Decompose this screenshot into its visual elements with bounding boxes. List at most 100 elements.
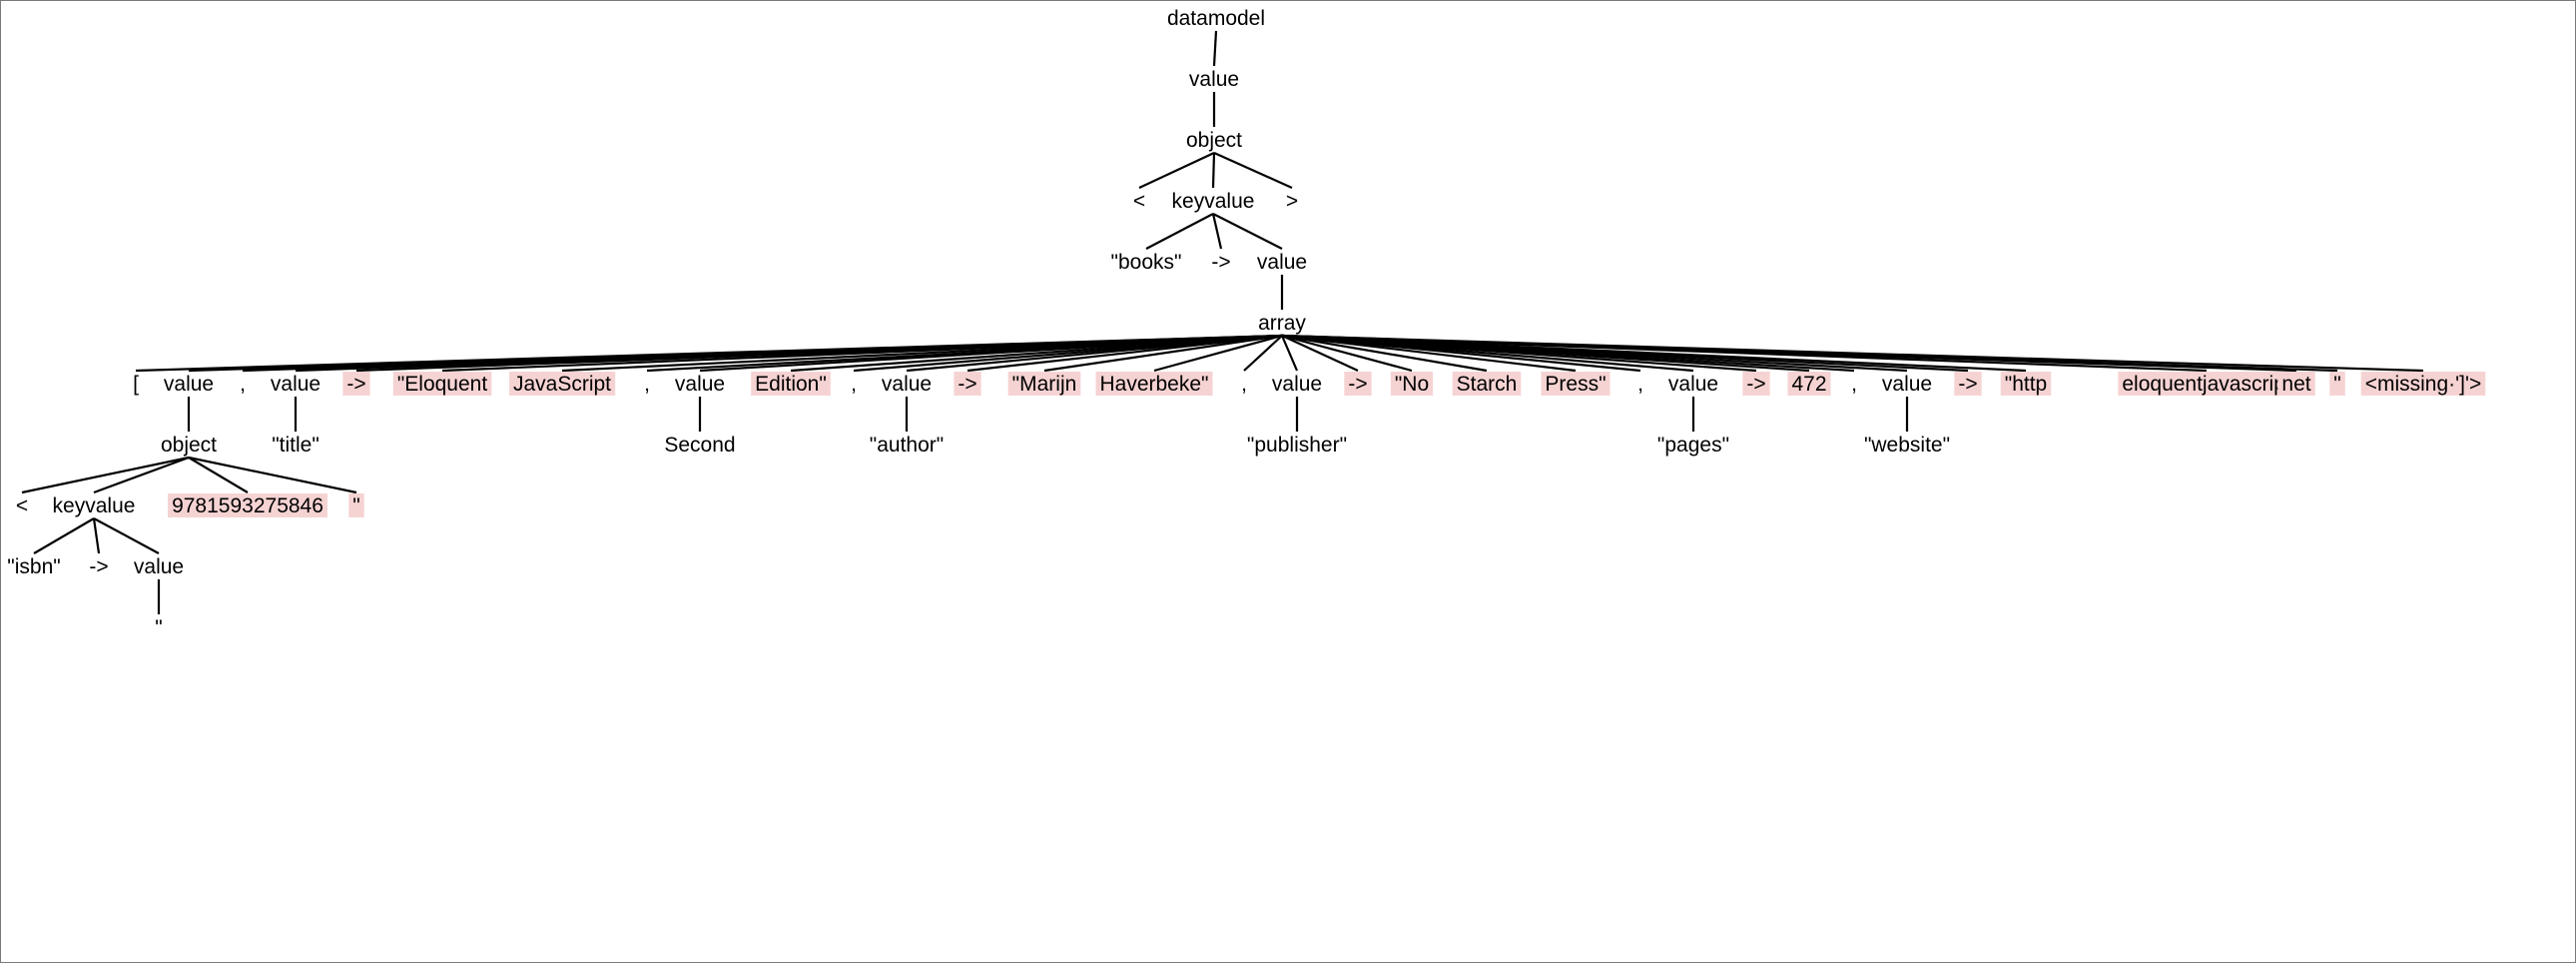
- tree-node: value: [1882, 373, 1932, 396]
- tree-node: "website": [1864, 434, 1950, 457]
- tree-node: array: [1258, 312, 1306, 335]
- tree-node: ,: [1637, 373, 1643, 396]
- node-label: keyvalue: [53, 494, 136, 517]
- node-label: ,: [644, 373, 650, 396]
- error-token-label: Haverbeke": [1099, 373, 1208, 396]
- tree-node: [: [133, 373, 139, 396]
- error-token-label: ->: [1348, 373, 1367, 396]
- node-label: [: [133, 373, 139, 396]
- tree-node: "books": [1111, 251, 1182, 274]
- error-token-node: net: [2277, 372, 2315, 396]
- tree-node: ->: [89, 555, 108, 578]
- error-token-node: ->: [342, 372, 370, 396]
- tree-edge: [1281, 334, 2027, 373]
- tree-edge: [33, 517, 95, 554]
- tree-edge: [966, 334, 1283, 373]
- error-token-node: eloquentjavascript: [2118, 372, 2295, 396]
- error-token-node: <missing·']'>: [2360, 372, 2486, 396]
- node-label: ": [155, 616, 162, 639]
- error-highlight: [2360, 372, 2486, 396]
- tree-node: ->: [1211, 251, 1230, 274]
- node-label: value: [1257, 251, 1307, 274]
- error-token-label: "No: [1395, 373, 1429, 396]
- tree-edge: [1212, 30, 1218, 67]
- tree-edge: [1145, 213, 1214, 250]
- error-highlight: [1344, 372, 1372, 396]
- tree-node: "publisher": [1247, 434, 1347, 457]
- node-label: "website": [1864, 434, 1950, 457]
- error-token-node: Starch: [1452, 372, 1522, 396]
- node-label: value: [164, 373, 214, 396]
- tree-node: value: [164, 373, 214, 396]
- error-token-node: ->: [954, 372, 981, 396]
- error-highlight: [1742, 372, 1770, 396]
- error-token-label: ->: [1958, 373, 1977, 396]
- error-token-node: Haverbeke": [1095, 372, 1213, 396]
- tree-edge: [188, 456, 357, 494]
- error-token-label: ->: [958, 373, 976, 396]
- tree-edge: [1138, 152, 1215, 189]
- tree-edge: [1281, 334, 1488, 373]
- node-label: object: [161, 434, 217, 457]
- node-label: value: [1272, 373, 1322, 396]
- tree-edge: [1211, 152, 1216, 189]
- error-highlight: [1007, 372, 1081, 396]
- tree-edge: [93, 517, 160, 554]
- node-label: >: [1286, 190, 1298, 213]
- error-highlight: [1954, 372, 1982, 396]
- tree-edge: [1153, 334, 1283, 373]
- error-highlight: [1541, 372, 1610, 396]
- error-highlight: [168, 493, 327, 517]
- tree-edge: [188, 457, 249, 493]
- node-label: value: [882, 373, 932, 396]
- node-label: keyvalue: [1172, 190, 1255, 213]
- node-label: "title": [272, 434, 320, 457]
- error-token-node: ->: [1954, 372, 1982, 396]
- error-token-node: 9781593275846: [168, 493, 327, 517]
- error-token-label: ->: [346, 373, 365, 396]
- tree-edge: [92, 517, 101, 554]
- tree-edge: [1281, 334, 2424, 373]
- tree-edge: [1043, 334, 1283, 373]
- error-token-label: "Eloquent: [397, 373, 488, 396]
- node-label: "books": [1111, 251, 1182, 274]
- error-token-label: Starch: [1457, 373, 1518, 396]
- node-label: <: [1133, 190, 1145, 213]
- tree-node: "pages": [1657, 434, 1729, 457]
- tree-node: <: [1133, 190, 1145, 213]
- node-label: ,: [1851, 373, 1857, 396]
- error-token-label: ": [352, 494, 359, 517]
- tree-node: ,: [851, 373, 857, 396]
- error-token-node: ->: [1742, 372, 1770, 396]
- error-token-label: eloquentjavascript: [2122, 373, 2290, 396]
- error-token-label: ": [2333, 373, 2340, 396]
- tree-node: ,: [644, 373, 650, 396]
- node-label: value: [1668, 373, 1718, 396]
- error-highlight: [1787, 372, 1831, 396]
- tree-node: value: [1189, 68, 1239, 91]
- error-token-node: "http: [2000, 372, 2052, 396]
- error-token-label: ->: [1746, 373, 1765, 396]
- node-label: ,: [1241, 373, 1247, 396]
- error-highlight: [2329, 372, 2345, 396]
- node-label: value: [1882, 373, 1932, 396]
- error-highlight: [2000, 372, 2052, 396]
- tree-node: value: [882, 373, 932, 396]
- tree-node: value: [271, 373, 321, 396]
- error-token-node: Press": [1541, 372, 1610, 396]
- error-highlight: [348, 493, 364, 517]
- tree-node: ,: [1851, 373, 1857, 396]
- error-highlight: [751, 372, 831, 396]
- tree-node: value: [1668, 373, 1718, 396]
- tree-edge: [1212, 213, 1283, 250]
- tree-node: Second: [664, 434, 735, 457]
- node-label: ->: [1211, 251, 1230, 274]
- tree-node: object: [1186, 129, 1242, 152]
- tree-node: "title": [272, 434, 320, 457]
- tree-node: object: [161, 434, 217, 457]
- error-token-node: ->: [1344, 372, 1372, 396]
- tree-node: "author": [870, 434, 944, 457]
- tree-edges: [21, 30, 2424, 614]
- tree-edge: [1280, 335, 1299, 372]
- tree-edge: [1213, 151, 1293, 190]
